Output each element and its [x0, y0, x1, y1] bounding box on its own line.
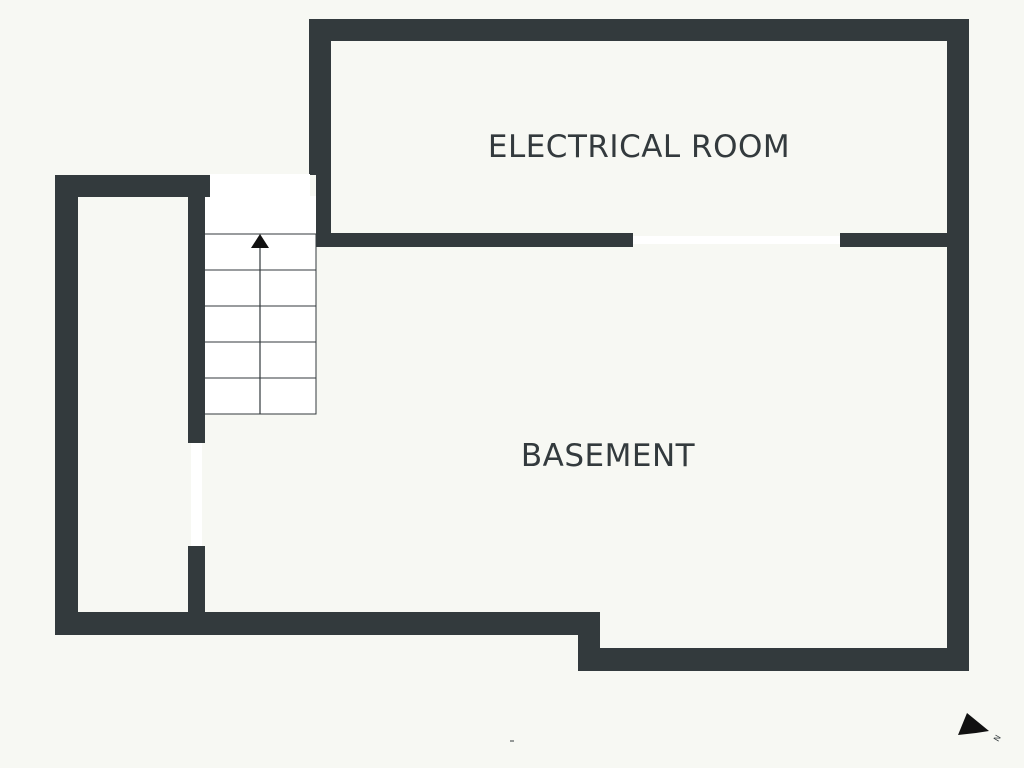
wall-closet-top — [55, 175, 210, 197]
wall-partition-right — [840, 233, 950, 247]
north-arrow-icon — [958, 713, 989, 735]
wall-left — [55, 175, 78, 635]
wall-electrical-left-lower — [316, 175, 331, 247]
doorway-closet — [191, 443, 202, 546]
doorway-electrical — [633, 236, 840, 244]
staircase — [203, 196, 317, 415]
wall-electrical-left — [309, 19, 331, 175]
wall-partition-left — [316, 233, 633, 247]
stair-landing — [204, 196, 316, 234]
wall-bottom-left — [55, 612, 600, 635]
wall-bottom-right — [578, 648, 969, 671]
room-label-electrical: ELECTRICAL ROOM — [488, 129, 790, 165]
compass-letter: N — [992, 733, 1003, 743]
wall-right — [947, 19, 969, 671]
compass: N — [958, 713, 1003, 743]
wall-closet-divider-upper — [188, 175, 205, 443]
wall-electrical-top — [309, 19, 969, 41]
walls — [55, 19, 969, 671]
stair-direction-arrow-icon — [251, 234, 269, 248]
room-label-basement: BASEMENT — [521, 438, 696, 474]
doorway-stair-top — [210, 174, 310, 196]
